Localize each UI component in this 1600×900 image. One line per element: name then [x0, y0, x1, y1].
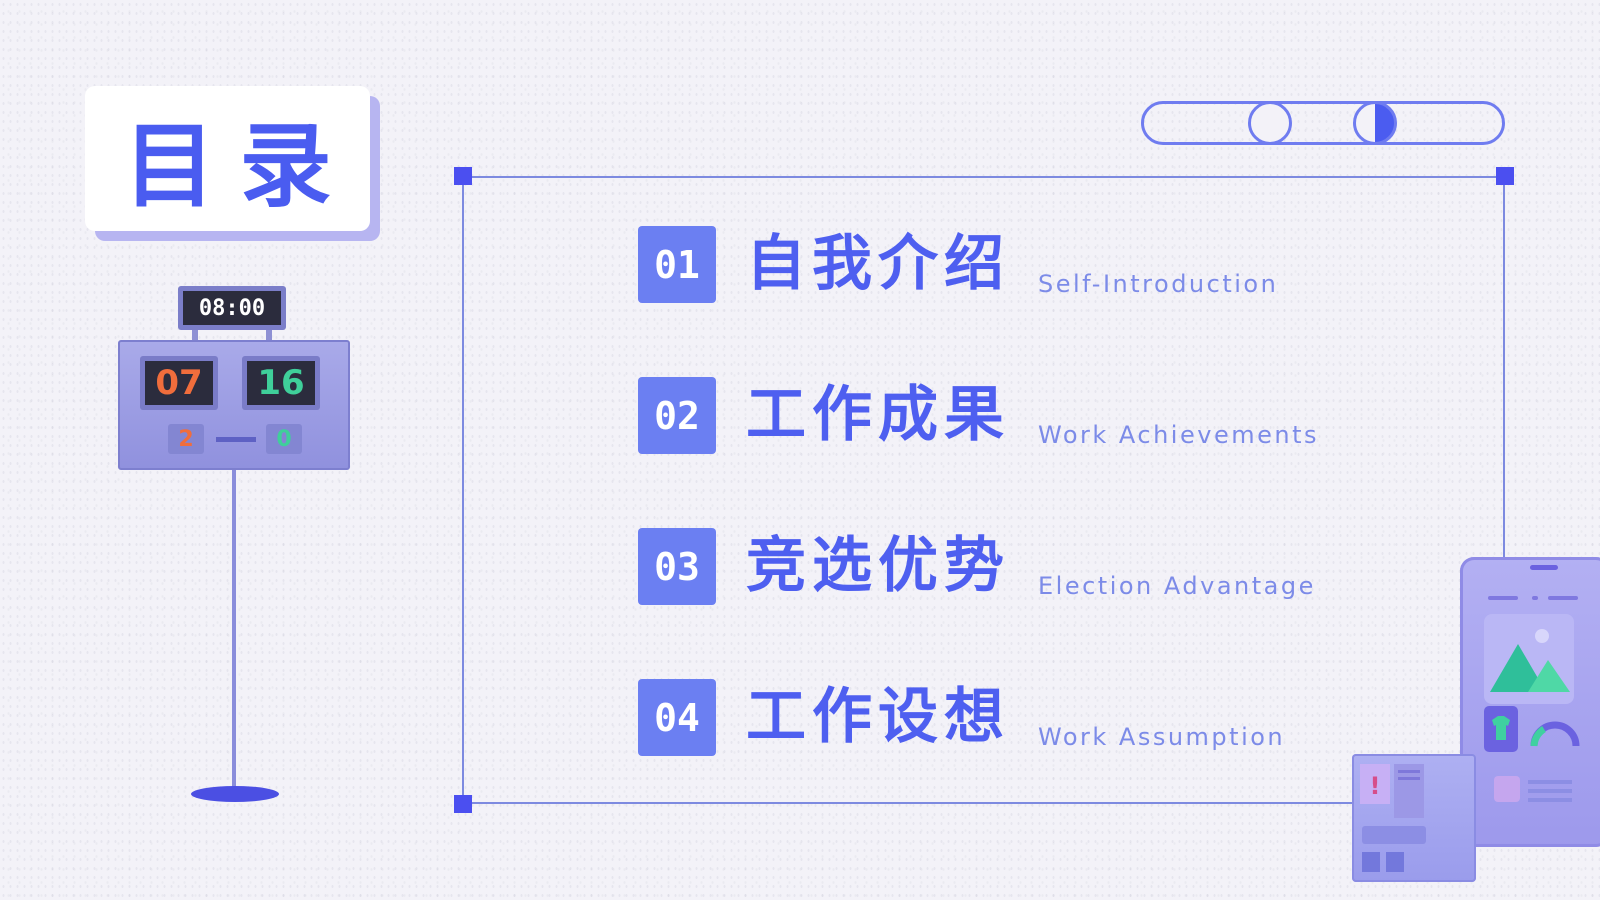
svg-text:!: ! [1370, 772, 1381, 800]
card-cell [1362, 852, 1380, 872]
menu-item-number: 04 [638, 679, 716, 756]
clock-leg [192, 330, 198, 342]
phone-status-line [1488, 596, 1518, 600]
menu-item-title-cn: 工作成果 [746, 380, 1010, 450]
clock-leg [266, 330, 272, 342]
scoreboard-panel: 07 16 2 0 [118, 340, 350, 470]
gauge-icon [1530, 721, 1580, 747]
scoreboard-clock: 08:00 [178, 286, 286, 330]
menu-item-number: 01 [638, 226, 716, 303]
sub-score-left: 2 [168, 424, 204, 454]
menu-item-number: 02 [638, 377, 716, 454]
menu-item-number: 03 [638, 528, 716, 605]
phone-status-dot [1532, 596, 1538, 600]
list-line [1528, 789, 1572, 793]
list-line [1528, 780, 1572, 784]
menu-item-title-en: Work Achievements [1038, 421, 1319, 449]
sub-score-right: 0 [266, 424, 302, 454]
title-card: 目录 [85, 86, 370, 231]
menu-item-title-en: Election Advantage [1038, 572, 1316, 600]
menu-item-title-cn: 竞选优势 [746, 531, 1010, 601]
scoreboard-base [191, 786, 279, 802]
card-cell [1386, 852, 1404, 872]
score-right: 16 [247, 361, 315, 405]
phone-notch [1530, 565, 1558, 570]
ring-circle-icon [1248, 101, 1292, 145]
phone-status-line [1548, 596, 1578, 600]
sub-score-divider [216, 437, 256, 442]
menu-item-title-en: Self-Introduction [1038, 270, 1279, 298]
menu-item-title-cn: 自我介绍 [746, 229, 1010, 299]
scoreboard-pole [232, 470, 236, 790]
alert-icon: ! [1360, 764, 1424, 818]
score-left-frame: 07 [140, 356, 218, 410]
tshirt-icon [1484, 706, 1518, 752]
frame-corner-marker [1496, 167, 1514, 185]
mountain-image-icon [1490, 629, 1570, 692]
frame-corner-marker [454, 167, 472, 185]
image-card [1484, 614, 1574, 704]
half-filled-circle-icon [1353, 101, 1397, 145]
frame-corner-marker [454, 795, 472, 813]
score-right-frame: 16 [242, 356, 320, 410]
card-row [1362, 826, 1426, 844]
content-frame [462, 176, 1505, 804]
pill-decoration [1141, 101, 1505, 145]
clock-display: 08:00 [183, 291, 281, 325]
list-line [1528, 798, 1572, 802]
menu-item-title-cn: 工作设想 [746, 682, 1010, 752]
list-thumbnail [1494, 776, 1520, 802]
page-title: 目录 [123, 113, 356, 220]
score-left: 07 [145, 361, 213, 405]
menu-item-title-en: Work Assumption [1038, 723, 1286, 751]
